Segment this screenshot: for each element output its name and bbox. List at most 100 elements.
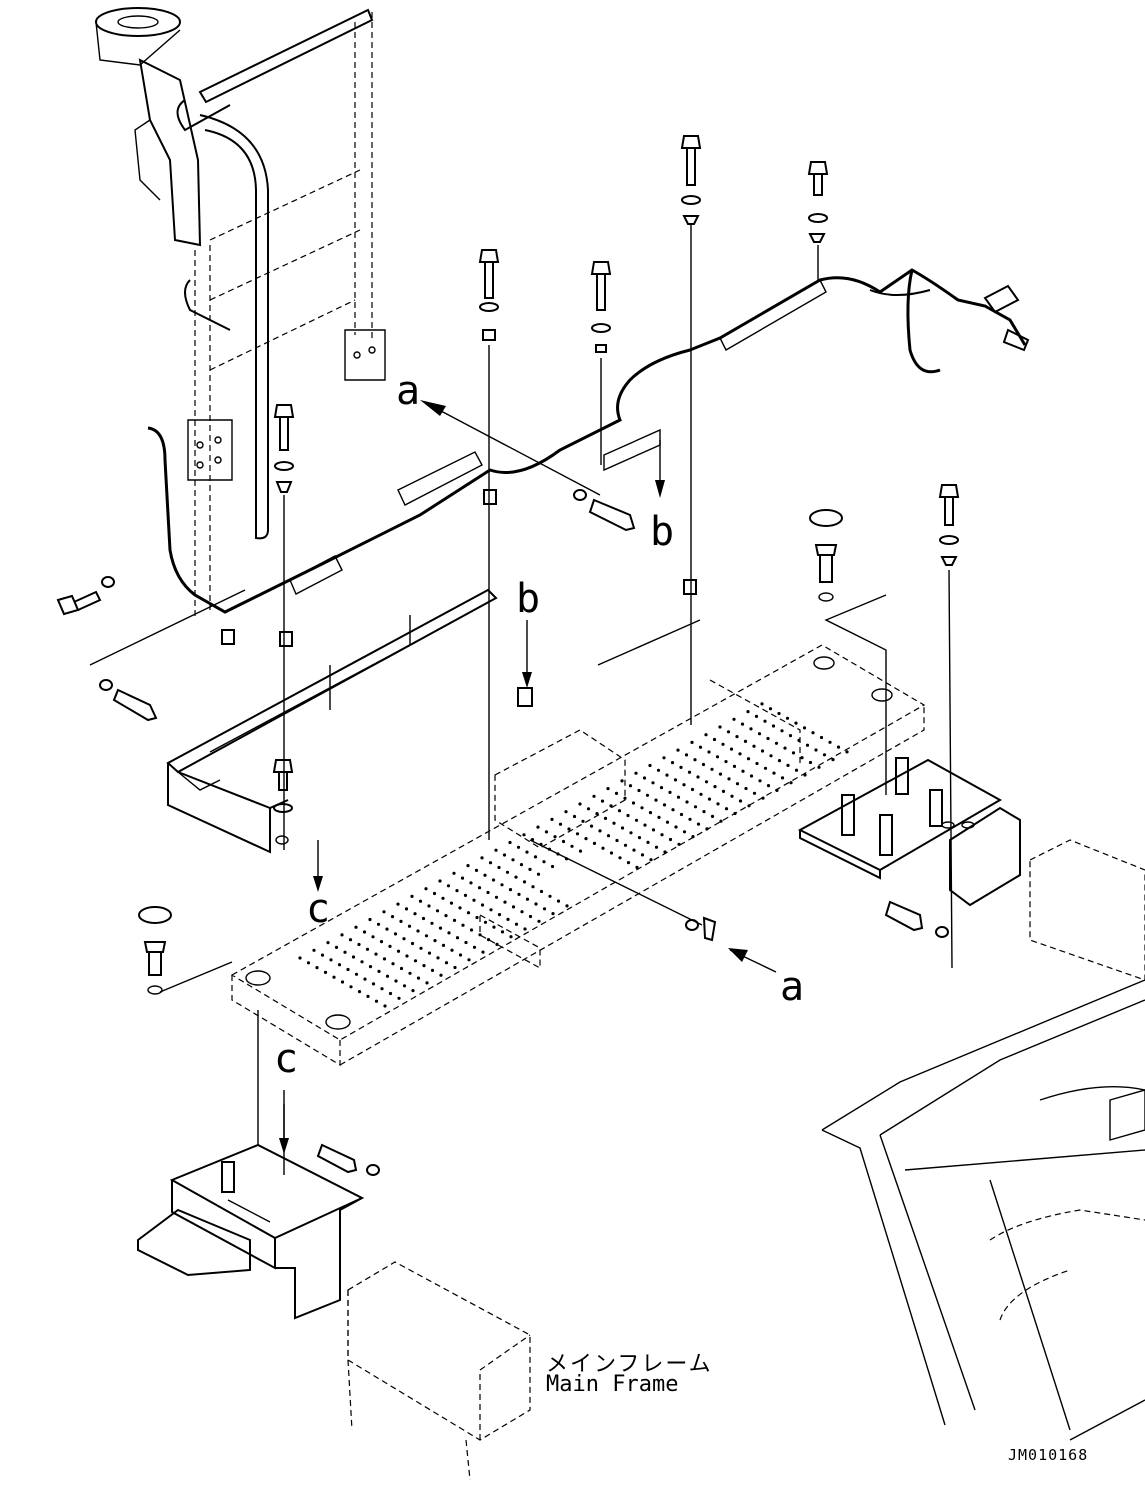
perforation-hole bbox=[433, 939, 437, 943]
perforation-hole bbox=[376, 922, 381, 926]
perforation-hole bbox=[684, 753, 689, 757]
perforation-hole bbox=[656, 768, 661, 772]
perforation-hole bbox=[340, 933, 344, 937]
perforation-hole bbox=[609, 851, 614, 855]
perforation-hole bbox=[351, 955, 356, 959]
perforation-hole bbox=[662, 756, 666, 760]
perforation-hole bbox=[517, 892, 521, 897]
perforation-hole bbox=[797, 738, 801, 743]
perforation-hole bbox=[682, 783, 686, 787]
perforation-hole bbox=[382, 910, 386, 914]
perforation-hole bbox=[629, 831, 633, 835]
perforation-hole bbox=[505, 870, 510, 874]
perforation-hole bbox=[654, 845, 659, 849]
perforation-hole bbox=[441, 896, 445, 900]
perforation-hole bbox=[528, 914, 533, 919]
perforation-hole bbox=[586, 807, 591, 811]
perforation-hole bbox=[436, 956, 440, 960]
perforation-hole bbox=[609, 804, 613, 808]
perforation-hole bbox=[645, 793, 650, 797]
perforation-hole bbox=[416, 976, 421, 980]
harness-cover bbox=[166, 588, 498, 854]
perforation-hole bbox=[831, 758, 835, 762]
loose-bolts bbox=[56, 489, 949, 1176]
perforation-hole bbox=[614, 791, 619, 796]
perforation-hole bbox=[478, 933, 482, 937]
perforation-hole bbox=[432, 891, 437, 896]
perforation-hole bbox=[419, 946, 423, 950]
perforation-hole bbox=[438, 879, 442, 883]
perforation-hole bbox=[828, 740, 832, 744]
perforation-hole bbox=[413, 959, 418, 963]
perforation-hole bbox=[632, 848, 636, 852]
drawing-code: JM010168 bbox=[1008, 1446, 1089, 1464]
perforation-hole bbox=[819, 735, 824, 740]
perforation-hole bbox=[374, 952, 378, 956]
perforation-hole bbox=[472, 898, 476, 902]
perforation-hole bbox=[584, 837, 588, 841]
perforation-hole bbox=[438, 926, 443, 930]
perforation-hole bbox=[411, 989, 415, 993]
perforation-hole bbox=[724, 760, 728, 764]
perforation-hole bbox=[467, 958, 471, 962]
view-label-c-upper: c bbox=[306, 886, 330, 932]
perforation-hole bbox=[634, 771, 638, 775]
perforation-hole bbox=[603, 816, 608, 821]
perforation-hole bbox=[320, 953, 325, 957]
perforation-hole bbox=[474, 868, 479, 873]
perforation-hole bbox=[425, 981, 429, 985]
perforation-hole bbox=[741, 769, 745, 773]
perforation-hole bbox=[760, 749, 765, 753]
perforation-hole bbox=[775, 788, 779, 793]
perforation-hole bbox=[396, 902, 400, 906]
main-frame-label-en: Main Frame bbox=[546, 1372, 679, 1397]
perforation-hole bbox=[500, 883, 504, 887]
perforation-hole bbox=[464, 940, 468, 945]
wire-harness bbox=[147, 268, 1030, 614]
perforation-hole bbox=[710, 767, 714, 771]
perforation-hole bbox=[749, 774, 754, 778]
perforation-hole bbox=[483, 873, 487, 877]
perforation-hole bbox=[752, 744, 756, 748]
perforation-hole bbox=[718, 725, 722, 729]
perforation-hole bbox=[803, 773, 807, 777]
perforation-hole bbox=[662, 803, 667, 807]
perforation-hole bbox=[500, 930, 505, 934]
walkway-step bbox=[230, 644, 926, 1067]
perforation-hole bbox=[466, 864, 470, 868]
perforation-hole bbox=[733, 811, 737, 816]
perforation-hole bbox=[472, 945, 477, 949]
perforation-hole bbox=[648, 811, 653, 815]
perforation-hole bbox=[671, 808, 675, 812]
perforation-hole bbox=[388, 991, 393, 996]
perforation-hole bbox=[422, 964, 426, 968]
perforation-hole bbox=[455, 936, 460, 940]
perforation-hole bbox=[715, 755, 720, 759]
perforation-hole bbox=[707, 797, 712, 801]
perforation-hole bbox=[800, 756, 804, 760]
perforation-hole bbox=[570, 844, 574, 848]
perforation-hole bbox=[354, 972, 359, 976]
perforation-hole bbox=[449, 901, 454, 905]
perforation-hole bbox=[575, 832, 580, 836]
perforation-hole bbox=[486, 890, 490, 895]
perforation-hole bbox=[556, 899, 561, 903]
perforation-hole bbox=[637, 836, 642, 840]
perforation-hole bbox=[525, 850, 529, 854]
perforation-hole bbox=[628, 784, 633, 788]
perforation-hole bbox=[705, 827, 709, 831]
perforation-hole bbox=[660, 833, 664, 837]
perforation-hole bbox=[693, 805, 698, 809]
perforation-hole bbox=[427, 904, 431, 908]
perforation-hole bbox=[696, 822, 701, 826]
perforation-hole bbox=[749, 727, 753, 731]
perforation-hole bbox=[533, 855, 538, 859]
perforation-hole bbox=[688, 817, 692, 821]
perforation-hole bbox=[685, 800, 689, 804]
perforation-hole bbox=[651, 828, 656, 832]
perforation-hole bbox=[550, 864, 555, 869]
perforation-hole bbox=[379, 940, 384, 944]
perforation-hole bbox=[383, 1004, 387, 1008]
perforation-hole bbox=[643, 823, 647, 827]
perforation-hole bbox=[380, 987, 384, 991]
